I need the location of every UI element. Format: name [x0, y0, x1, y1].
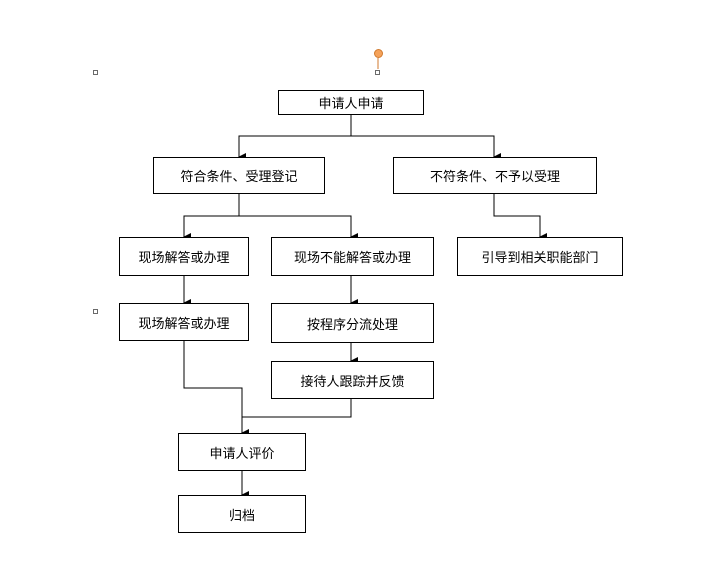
node-accept-register[interactable]: 符合条件、受理登记 — [153, 157, 325, 194]
connector-followup-to-evaluate — [242, 399, 352, 418]
node-followup-feedback[interactable]: 接待人跟踪并反馈 — [271, 361, 434, 399]
selection-handle-mid-left[interactable] — [93, 309, 98, 314]
rotation-handle[interactable] — [374, 49, 383, 58]
node-applicant-request[interactable]: 申请人申请 — [278, 90, 424, 115]
node-label: 现场解答或办理 — [138, 251, 230, 266]
node-label: 申请人评价 — [209, 446, 275, 462]
connector-accept-to-cannot — [239, 215, 358, 241]
connector-accept-to-onsite — [183, 194, 240, 241]
node-label: 不符条件、不予以受理 — [429, 170, 560, 185]
connector-request-to-reject — [351, 135, 501, 161]
connector-reject-to-guide — [493, 194, 547, 241]
node-label: 按程序分流处理 — [306, 317, 398, 333]
connector-request-to-accept — [238, 115, 352, 161]
node-archive[interactable]: 归档 — [178, 495, 306, 533]
node-onsite-solve-1[interactable]: 现场解答或办理 — [119, 237, 249, 276]
selection-handle-top[interactable] — [375, 70, 380, 75]
node-label: 接待人跟踪并反馈 — [300, 374, 405, 390]
node-label: 现场解答或办理 — [138, 316, 230, 332]
node-label: 引导到相关职能部门 — [481, 251, 599, 266]
node-label: 符合条件、受理登记 — [180, 170, 298, 185]
node-onsite-cannot[interactable]: 现场不能解答或办理 — [271, 237, 434, 276]
node-procedure-route[interactable]: 按程序分流处理 — [271, 303, 434, 343]
node-label: 申请人申请 — [318, 97, 384, 112]
node-reject[interactable]: 不符条件、不予以受理 — [393, 157, 597, 194]
node-label: 归档 — [228, 508, 255, 524]
selection-handle-top-left[interactable] — [93, 70, 98, 75]
node-label: 现场不能解答或办理 — [293, 251, 411, 266]
connector-onsite2-to-evaluate — [183, 341, 249, 437]
node-onsite-solve-2[interactable]: 现场解答或办理 — [119, 303, 249, 341]
node-guide-dept[interactable]: 引导到相关职能部门 — [457, 237, 623, 276]
node-applicant-evaluate[interactable]: 申请人评价 — [178, 433, 306, 471]
